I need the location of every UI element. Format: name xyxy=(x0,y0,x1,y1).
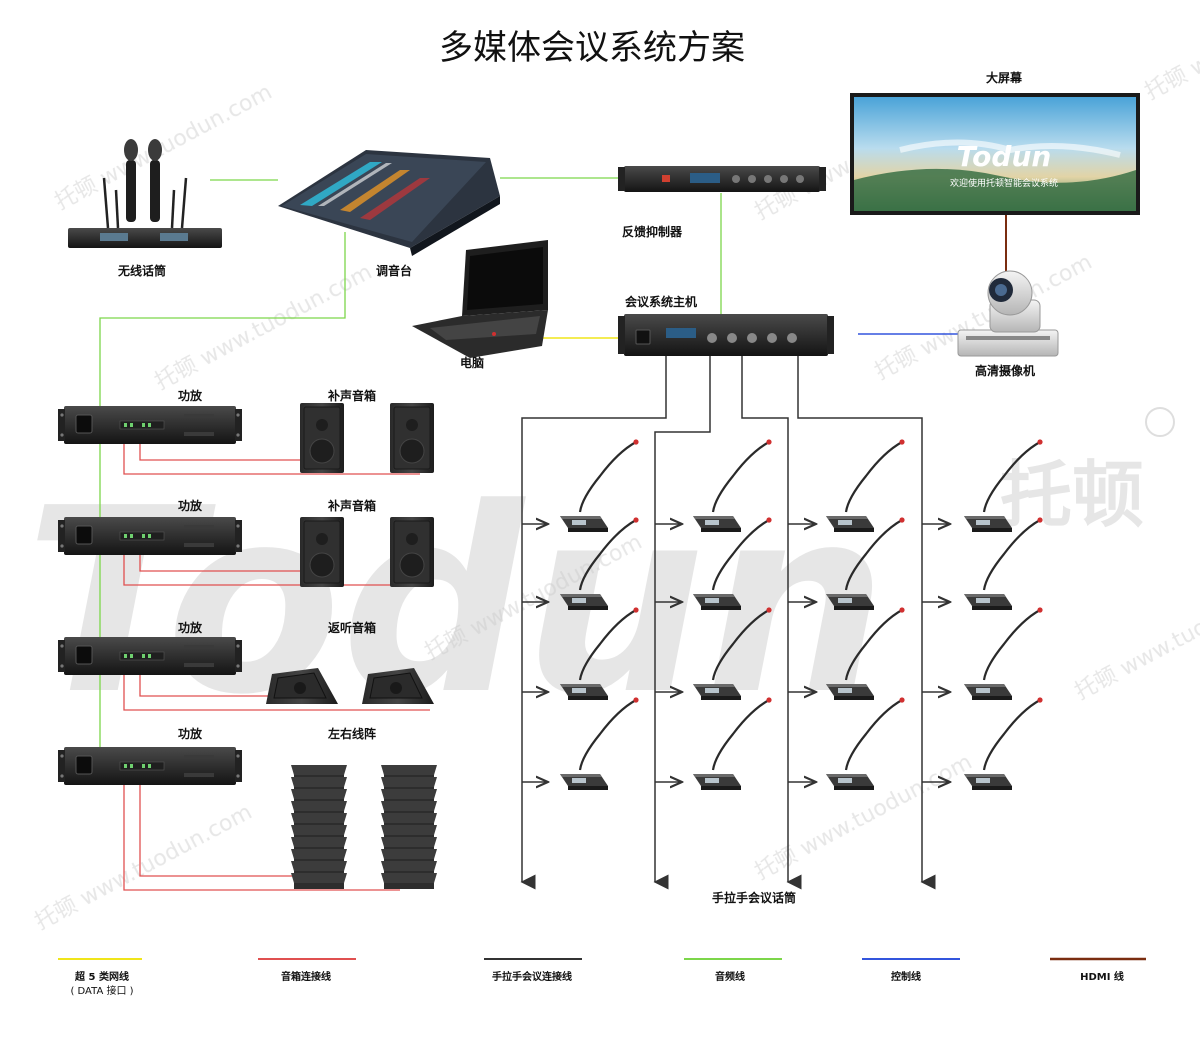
label-amp: 功放 xyxy=(178,726,203,741)
label-amp: 功放 xyxy=(178,620,203,635)
label-amp: 功放 xyxy=(178,498,203,513)
watermark-logo-cn: 托顿 xyxy=(1000,453,1144,537)
mixer-console xyxy=(278,150,500,256)
amplifier-3 xyxy=(57,636,243,676)
legend-label: 音频线 xyxy=(715,970,745,983)
label-wireless-mic: 无线话筒 xyxy=(117,263,166,278)
screen-caption: 欢迎使用托顿智能会议系统 xyxy=(950,177,1058,189)
amplifier-1 xyxy=(57,405,243,445)
conference-bus xyxy=(520,356,950,890)
laptop-icon xyxy=(412,240,548,358)
watermark-url: 托顿 www.tuodun.com xyxy=(151,260,376,396)
label-mixer: 调音台 xyxy=(376,263,412,278)
watermark-url: 托顿 www.tuodun.com xyxy=(1071,570,1200,706)
wireless-receiver xyxy=(68,228,222,248)
watermark-url: 托顿 www.tuodun.com xyxy=(751,750,976,886)
legend-sublabel: ( DATA 接口 ) xyxy=(70,984,133,997)
label-fill-speakers: 补声音箱 xyxy=(327,498,376,513)
label-conference-host: 会议系统主机 xyxy=(625,294,697,309)
feedback-suppressor xyxy=(618,166,826,192)
watermark-seal-icon xyxy=(1145,407,1175,437)
label-computer: 电脑 xyxy=(460,355,484,370)
label-fill-speakers: 补声音箱 xyxy=(327,388,376,403)
watermark-logo: Todun xyxy=(25,454,887,751)
label-hd-camera: 高清摄像机 xyxy=(975,363,1035,378)
amplifier-4 xyxy=(57,746,243,786)
line-array-right xyxy=(381,765,437,889)
handheld-mic-icon xyxy=(150,160,160,222)
hd-camera-icon xyxy=(957,270,1059,357)
label-delegate-units: 手拉手会议话筒 xyxy=(712,890,796,905)
handheld-mic-icon xyxy=(126,160,136,222)
watermark-url: 托顿 www.tuodun.com xyxy=(31,800,256,936)
fill-speaker-left xyxy=(299,402,345,474)
legend-label: 超 5 类网线 xyxy=(74,970,129,983)
watermark-url: 托顿 www.tuodun.com xyxy=(1141,0,1200,105)
fill-speaker-right xyxy=(389,516,435,588)
conference-host-unit xyxy=(618,314,834,356)
label-monitor-speakers: 返听音箱 xyxy=(328,620,376,635)
fill-speaker-left xyxy=(299,516,345,588)
line-array-left xyxy=(291,765,347,889)
page-title: 多媒体会议系统方案 xyxy=(439,28,745,68)
fill-speaker-right xyxy=(389,402,435,474)
legend: 超 5 类网线 ( DATA 接口 ) 音箱连接线 手拉手会议连接线 音频线 控… xyxy=(58,957,1146,997)
delegate-mic-icon xyxy=(962,606,1044,702)
label-big-screen: 大屏幕 xyxy=(986,70,1023,85)
legend-label: 手拉手会议连接线 xyxy=(492,970,572,983)
label-line-array: 左右线阵 xyxy=(327,726,376,741)
delegate-mic-icon xyxy=(962,696,1044,792)
wireless-mic-system xyxy=(68,139,222,248)
legend-label: 音箱连接线 xyxy=(281,970,331,983)
label-feedback-suppressor: 反馈抑制器 xyxy=(622,224,683,239)
label-amp: 功放 xyxy=(178,388,203,403)
amplifier-2 xyxy=(57,516,243,556)
screen-logo: Todun xyxy=(957,140,1052,173)
big-screen: Todun 欢迎使用托顿智能会议系统 xyxy=(850,93,1140,215)
legend-label: HDMI 线 xyxy=(1080,970,1124,983)
legend-label: 控制线 xyxy=(891,970,921,983)
watermark-url: 托顿 www.tuodun.com xyxy=(51,80,276,216)
